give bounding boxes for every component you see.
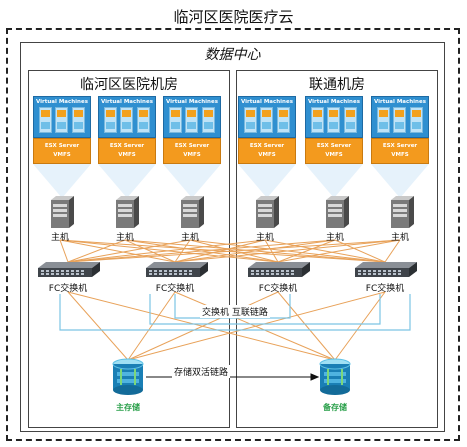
host-label: 主机 — [255, 233, 274, 243]
primary-storage-label: 主存储 — [116, 403, 140, 412]
host-label: 主机 — [325, 233, 344, 243]
host-switch-links — [59, 239, 401, 263]
cloud-boundary — [6, 28, 460, 441]
page-title: 临河区医院医疗云 — [173, 8, 294, 26]
backup-storage-icon — [319, 358, 351, 396]
primary-storage-icon — [112, 358, 144, 396]
switch-storage-links — [67, 291, 386, 361]
fc-switch-label: FC交换机 — [155, 284, 195, 294]
fc-switch-label: FC交换机 — [365, 284, 405, 294]
switch-interconnect-links — [59, 294, 411, 331]
room-unicom-title: 联通机房 — [309, 77, 365, 93]
host-label: 主机 — [50, 233, 69, 243]
datacenter-title: 数据中心 — [204, 47, 261, 63]
fc-switch-label: FC交换机 — [48, 284, 88, 294]
datacenter-boundary — [20, 42, 445, 432]
interconnect-label: 交换机 互联链路 — [200, 305, 270, 318]
backup-storage-label: 备存储 — [323, 403, 347, 412]
host-label: 主机 — [180, 233, 199, 243]
fc-switch-label: FC交换机 — [258, 284, 298, 294]
storage-link-label: 存储双活链路 — [172, 365, 231, 378]
room-linhe-title: 临河区医院机房 — [80, 77, 178, 93]
host-label: 主机 — [390, 233, 409, 243]
host-label: 主机 — [115, 233, 134, 243]
